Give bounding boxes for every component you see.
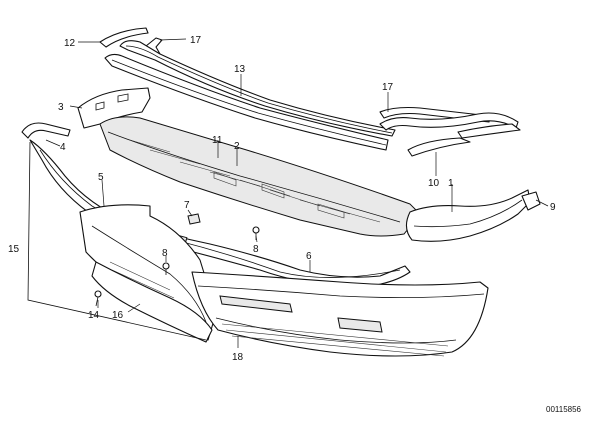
callout-17-upper: 17 (190, 35, 202, 46)
part-11-strip-inner-line (111, 59, 387, 146)
part-9-clip (521, 191, 541, 211)
callout-18: 18 (232, 352, 244, 363)
callout-13: 13 (234, 64, 246, 75)
callout-17-right: 17 (382, 82, 394, 93)
part-10-trim-piece (407, 137, 471, 157)
part-1-corner-inner (413, 199, 523, 228)
callout-11: 11 (212, 135, 223, 146)
part-4-side-strip (21, 122, 71, 139)
part-18-bumper-grille-lines (221, 323, 449, 357)
callout-2: 2 (234, 141, 240, 152)
part-18-main-bumper (191, 271, 489, 357)
part-18-bumper-lower-edge (215, 317, 457, 344)
callout-6: 6 (306, 251, 312, 262)
callout-14: 14 (88, 310, 100, 321)
callout-9: 9 (550, 202, 556, 213)
part-6-screw (162, 262, 170, 275)
part-13-strip-inner-line (125, 45, 393, 134)
part-11-lower-strip (104, 53, 389, 151)
part-16-spoiler (91, 261, 213, 343)
part-14-bolt (94, 290, 102, 307)
part-18-left-vent (219, 295, 293, 313)
part-3-bracket-hole (95, 93, 129, 111)
part-7-clip (187, 213, 201, 225)
callout-1: 1 (448, 178, 454, 189)
part-left-bumper-section-line (91, 225, 207, 323)
part-2-carrier-edge (107, 131, 401, 223)
callout-8: 8 (253, 244, 259, 255)
part-12-corner-trim (99, 27, 149, 48)
reference-number: 00115856 (546, 405, 582, 414)
callout-12: 12 (64, 38, 76, 49)
part-2-carrier-hatching (129, 139, 381, 223)
callout-10: 10 (428, 178, 440, 189)
callout-7: 7 (184, 200, 190, 211)
part-2-bumper-carrier (99, 116, 421, 237)
callout-5: 5 (98, 172, 104, 183)
part-18-right-vent (337, 317, 383, 333)
callout-4: 4 (60, 142, 66, 153)
part-13-upper-strip (119, 40, 396, 137)
callout-15: 15 (8, 244, 20, 255)
callout-8-secondary: 8 (162, 248, 168, 259)
callout-16: 16 (112, 310, 124, 321)
part-right-outer-trim (457, 123, 521, 139)
part-1-right-corner (405, 189, 531, 242)
callout-3: 3 (58, 102, 64, 113)
leader-lines (45, 38, 549, 348)
bracket-15 (27, 141, 207, 341)
part-18-bumper-top-edge (197, 285, 485, 298)
